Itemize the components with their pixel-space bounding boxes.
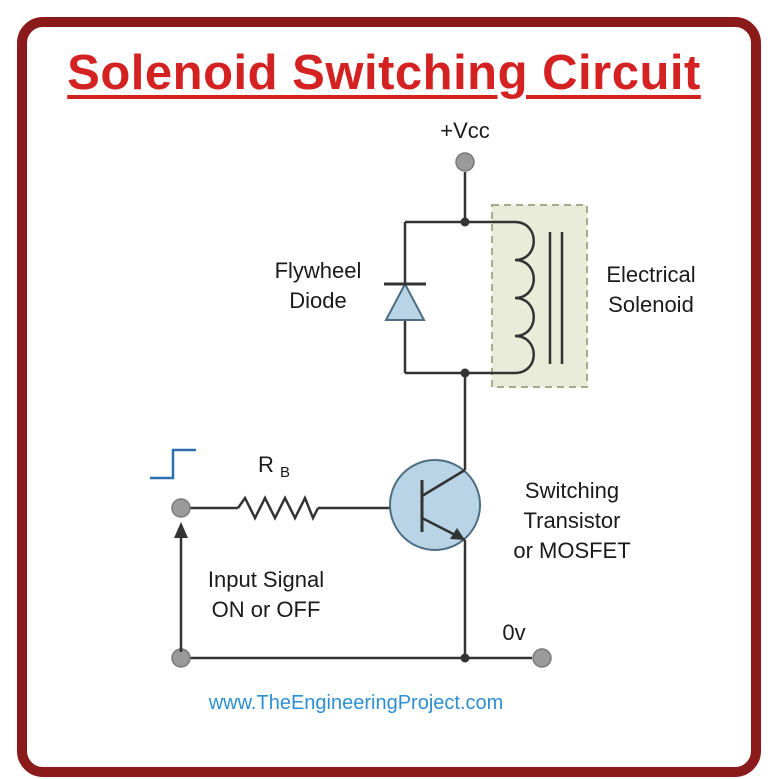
diagram-frame xyxy=(17,17,761,777)
diagram-title: Solenoid Switching Circuit xyxy=(67,46,701,100)
resistor-label-main: R xyxy=(258,452,274,477)
solenoid-coil-icon xyxy=(514,220,564,375)
transistor-label-line2: Transistor xyxy=(524,508,621,533)
junction-dots xyxy=(460,217,470,663)
ground-label: 0v xyxy=(502,620,525,645)
input-terminal xyxy=(171,498,191,518)
input-pulse-icon xyxy=(150,448,196,480)
transistor-label-line3: or MOSFET xyxy=(513,538,630,563)
ground-terminal xyxy=(532,648,552,668)
resistor-label: R B xyxy=(258,452,290,481)
flywheel-diode-icon xyxy=(384,281,426,321)
resistor-label-sub: B xyxy=(280,464,290,481)
input-signal-arrow xyxy=(174,522,188,652)
solenoid-label-line2: Solenoid xyxy=(608,292,694,317)
footer-url: www.TheEngineeringProject.com xyxy=(208,692,504,714)
transistor-label-line1: Switching xyxy=(525,478,619,503)
transistor-icon xyxy=(389,459,481,551)
vcc-terminal xyxy=(455,152,475,172)
solenoid-label-line1: Electrical xyxy=(606,262,695,287)
resistor-icon xyxy=(236,494,320,522)
vcc-label: +Vcc xyxy=(440,118,490,143)
solenoid-box xyxy=(491,204,588,388)
input-label-line2: ON or OFF xyxy=(212,597,321,622)
flywheel-label-line1: Flywheel xyxy=(275,258,362,283)
flywheel-label-line2: Diode xyxy=(289,288,346,313)
input-label-line1: Input Signal xyxy=(208,567,324,592)
